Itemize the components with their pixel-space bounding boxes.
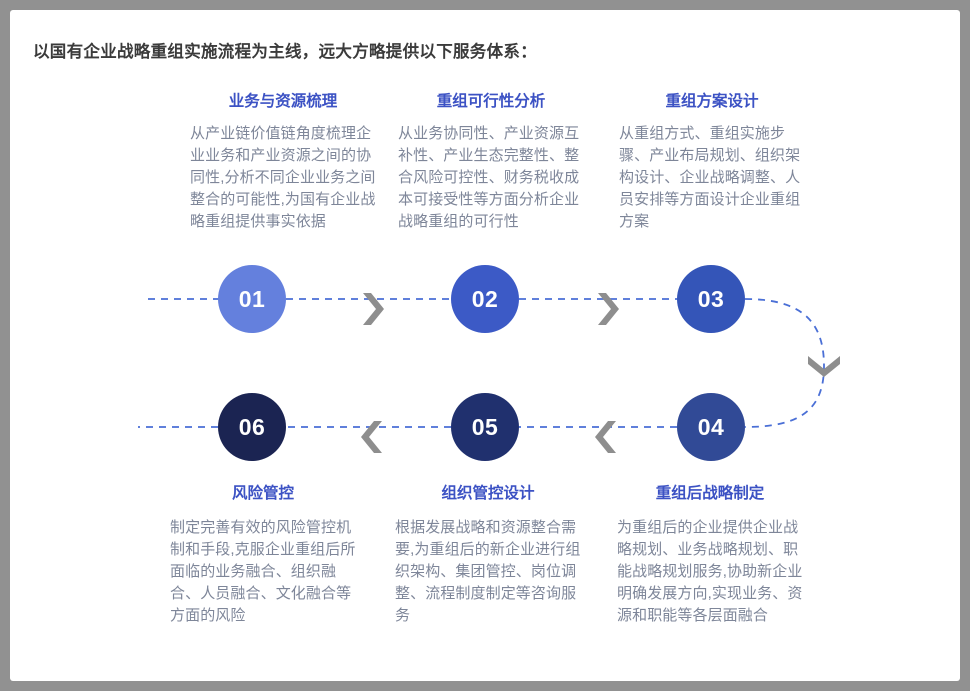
step-number-04: 04 bbox=[697, 413, 725, 440]
step-body-03: 从重组方式、重组实施步骤、产业布局规划、组织架构设计、企业战略调整、人员安排等方… bbox=[619, 125, 801, 230]
process-flow-diagram: 01 02 03 04 05 06 bbox=[10, 10, 960, 681]
page-title: 以国有企业战略重组实施流程为主线，远大方略提供以下服务体系： bbox=[33, 43, 537, 61]
arrow-left-icon-05-06 bbox=[361, 421, 382, 453]
step-body-06: 制定完善有效的风险管控机制和手段,克服企业重组后所面临的业务融合、组织融合、人员… bbox=[170, 519, 356, 624]
step-text-block-05: 组织管控设计 根据发展战略和资源整合需要,为重组后的新企业进行组织架构、集团管控… bbox=[395, 484, 581, 627]
step-text-block-04: 重组后战略制定 为重组后的企业提供企业战略规划、业务战略规划、职能战略规划服务,… bbox=[617, 484, 803, 627]
step-circle-04[interactable]: 04 bbox=[677, 393, 745, 461]
arrow-right-icon-01-02 bbox=[363, 293, 384, 325]
step-circle-03[interactable]: 03 bbox=[677, 265, 745, 333]
step-number-05: 05 bbox=[471, 413, 499, 440]
arrow-right-icon-02-03 bbox=[598, 293, 619, 325]
step-heading-05: 组织管控设计 bbox=[441, 485, 535, 502]
step-body-02: 从业务协同性、产业资源互补性、产业生态完整性、整合风险可控性、财务税收成本可接受… bbox=[398, 125, 580, 230]
step-circle-06[interactable]: 06 bbox=[218, 393, 286, 461]
step-heading-06: 风险管控 bbox=[231, 485, 294, 502]
step-circle-05[interactable]: 05 bbox=[451, 393, 519, 461]
step-heading-02: 重组可行性分析 bbox=[436, 93, 546, 110]
step-text-block-02: 重组可行性分析 从业务协同性、产业资源互补性、产业生态完整性、整合风险可控性、财… bbox=[398, 92, 584, 233]
arrow-down-icon-03-04 bbox=[808, 356, 840, 377]
step-heading-04: 重组后战略制定 bbox=[655, 485, 765, 502]
step-text-block-06: 风险管控 制定完善有效的风险管控机制和手段,克服企业重组后所面临的业务融合、组织… bbox=[170, 484, 356, 627]
step-text-block-03: 重组方案设计 从重组方式、重组实施步骤、产业布局规划、组织架构设计、企业战略调整… bbox=[619, 92, 805, 233]
step-circle-01[interactable]: 01 bbox=[218, 265, 286, 333]
step-body-05: 根据发展战略和资源整合需要,为重组后的新企业进行组织架构、集团管控、岗位调整、流… bbox=[395, 519, 581, 624]
step-number-03: 03 bbox=[697, 285, 725, 312]
step-heading-03: 重组方案设计 bbox=[665, 93, 759, 110]
diagram-card: 以国有企业战略重组实施流程为主线，远大方略提供以下服务体系： 01 02 03 … bbox=[10, 10, 960, 681]
arrow-left-icon-04-05 bbox=[595, 421, 616, 453]
step-text-block-01: 业务与资源梳理 从产业链价值链角度梳理企业业务和产业资源之间的协同性,分析不同企… bbox=[190, 92, 376, 233]
step-number-02: 02 bbox=[471, 285, 499, 312]
step-number-01: 01 bbox=[238, 285, 266, 312]
step-number-06: 06 bbox=[238, 413, 266, 440]
step-circle-02[interactable]: 02 bbox=[451, 265, 519, 333]
step-body-04: 为重组后的企业提供企业战略规划、业务战略规划、职能战略规划服务,协助新企业明确发… bbox=[617, 519, 803, 624]
step-body-01: 从产业链价值链角度梳理企业业务和产业资源之间的协同性,分析不同企业业务之间整合的… bbox=[190, 125, 376, 230]
step-heading-01: 业务与资源梳理 bbox=[228, 93, 338, 110]
